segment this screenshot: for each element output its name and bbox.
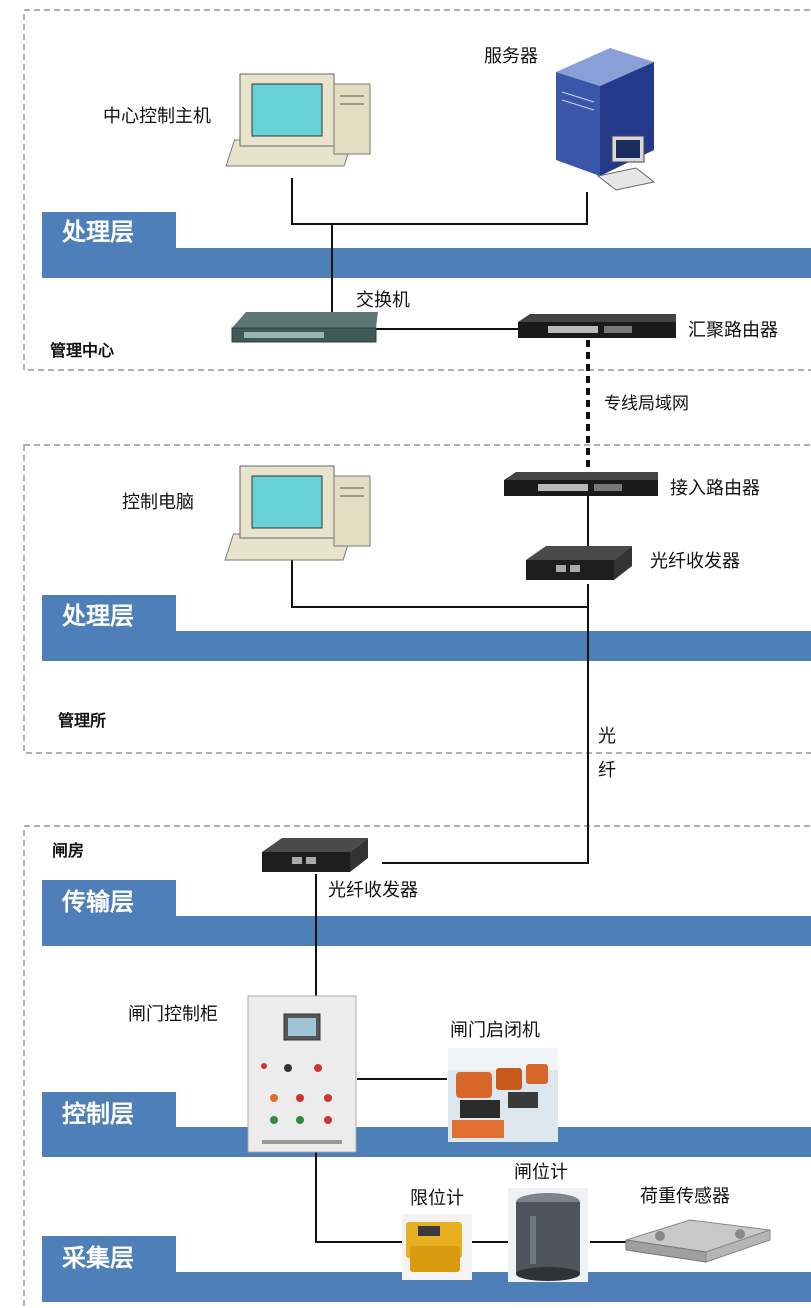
gate-hoist-label: 闸门启闭机 [450,1020,540,1041]
fiber-label-char1: 光 [598,726,616,747]
center-host-label: 中心控制主机 [103,106,211,127]
fiber-transceiver-gate-label: 光纤收发器 [328,880,418,901]
zone-label-gatehouse: 闸房 [52,841,84,860]
switch-label: 交换机 [356,290,410,311]
layer-band-control: 控制层 [42,1092,811,1157]
connection-lines [291,178,632,1243]
zone-management-center [23,9,811,371]
server-icon [556,48,656,191]
gate-cabinet-label: 闸门控制柜 [128,1004,218,1025]
fiber-label-char2: 纤 [598,760,616,781]
computer-icon [225,73,371,167]
layer-band-processing-2: 处理层 [42,595,811,661]
zone-management-station [23,444,811,754]
computer-icon [224,465,371,561]
load-sensor-label: 荷重传感器 [640,1186,730,1207]
control-pc-label: 控制电脑 [122,492,194,513]
server-label: 服务器 [484,46,538,67]
layer-band-transport: 传输层 [42,880,811,946]
fiber-transceiver-station-label: 光纤收发器 [650,551,740,572]
router-icon [518,314,676,338]
zone-label-station: 管理所 [58,711,106,730]
gate-position-meter-label: 闸位计 [514,1162,568,1183]
layer-band-processing-1: 处理层 [42,212,811,278]
gate-hoist-icon [448,1048,558,1142]
layer-label-processing-2: 处理层 [61,601,134,630]
fiber-transceiver-icon [262,838,368,872]
layer-label-control: 控制层 [62,1099,134,1128]
control-cabinet-icon [247,995,357,1153]
access-router-label: 接入路由器 [670,478,760,499]
limit-meter-icon [402,1214,472,1280]
layer-label-transport: 传输层 [61,887,134,916]
layer-label-processing-1: 处理层 [61,217,134,246]
switch-icon [231,312,378,343]
router-icon [504,472,658,496]
gate-position-meter-icon [508,1188,588,1282]
zone-label-center: 管理中心 [50,341,114,360]
dedicated-lan-label: 专线局域网 [604,394,689,414]
layer-label-acquisition: 采集层 [62,1243,134,1272]
zone-gatehouse [23,825,811,1308]
load-sensor-icon [625,1219,771,1263]
aggregation-router-label: 汇聚路由器 [688,320,778,341]
limit-meter-label: 限位计 [410,1188,464,1209]
fiber-transceiver-icon [526,546,632,580]
